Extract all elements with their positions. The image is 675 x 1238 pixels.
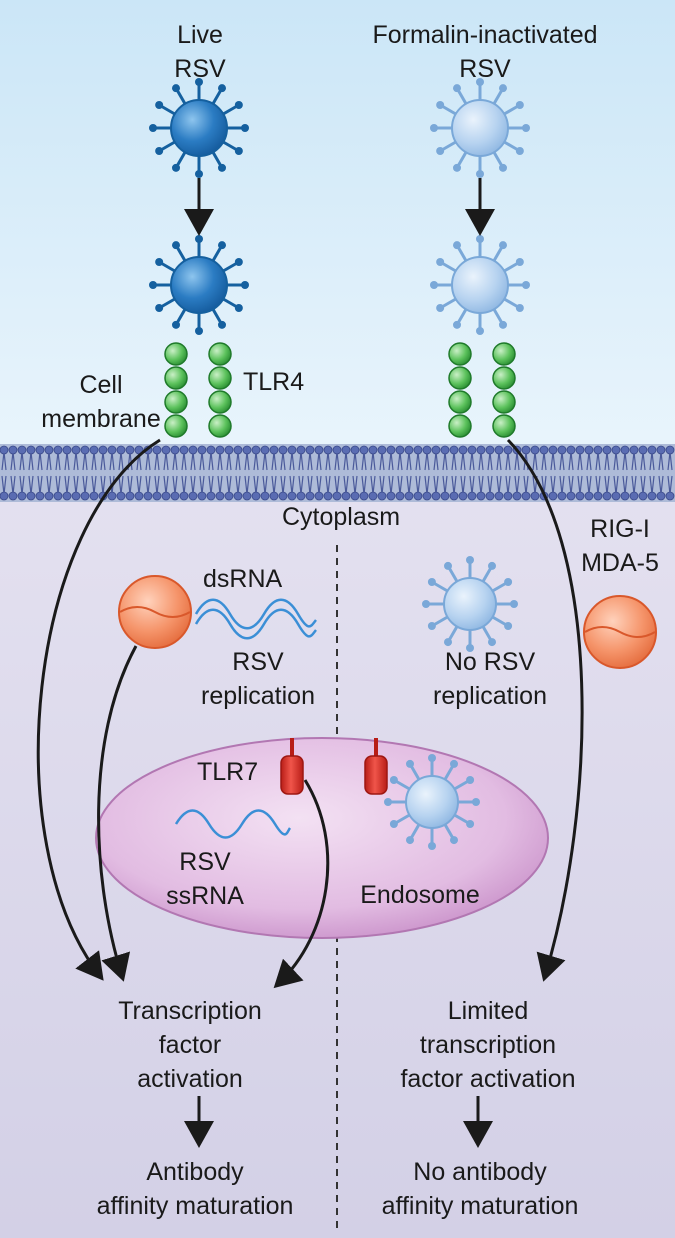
tlr4-receptor-left-icon xyxy=(164,342,232,438)
tlr7-receptor-icon xyxy=(280,738,304,795)
tlr7-endosome-receptor-icon xyxy=(364,738,388,795)
inactivated-rsv-bound-virus-icon xyxy=(430,235,530,335)
extracellular-space xyxy=(0,0,675,470)
arrow-tlr4-signal-left xyxy=(36,438,161,981)
rig-i-mda5-receptor-left-icon xyxy=(118,575,192,649)
tlr4-label: TLR4 xyxy=(243,368,305,396)
endosome-inactivated-virus-icon xyxy=(384,754,480,850)
tlr4-receptor-right-icon xyxy=(448,342,516,438)
arrow-tlr7-signal xyxy=(273,779,330,989)
dsrna-label: dsRNA xyxy=(203,565,283,593)
cytoplasm-label: Cytoplasm xyxy=(281,503,401,531)
arrow-tlr4-signal-right xyxy=(506,438,584,982)
ssrna-icon xyxy=(174,809,292,839)
live-rsv-virus-icon xyxy=(149,78,249,178)
tlr7-label: TLR7 xyxy=(197,758,259,786)
endosome-label: Endosome xyxy=(360,881,480,909)
arrow-rig-signal-left xyxy=(97,645,138,982)
cell-membrane-bilayer xyxy=(0,444,675,502)
rig-i-mda5-receptor-right-icon xyxy=(583,595,657,669)
cytoplasm-inactivated-virus-icon xyxy=(422,556,518,652)
live-rsv-bound-virus-icon xyxy=(149,235,249,335)
inactivated-rsv-virus-icon xyxy=(430,78,530,178)
dsrna-icon xyxy=(194,598,317,640)
